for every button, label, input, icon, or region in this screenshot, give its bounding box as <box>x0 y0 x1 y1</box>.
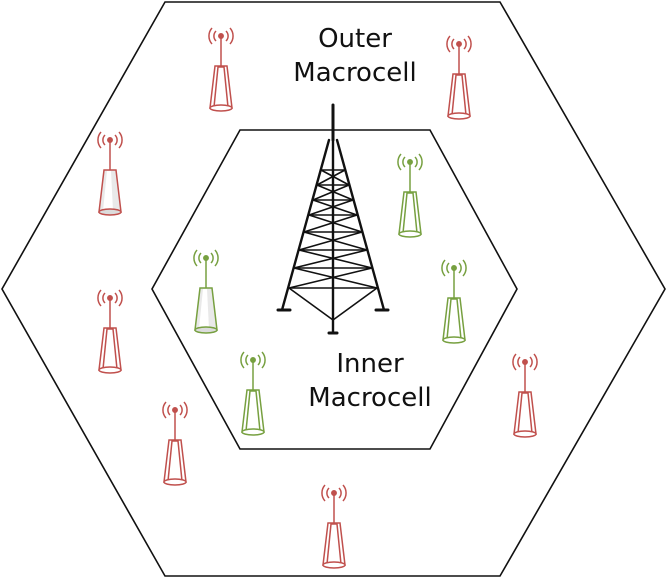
inner-small-cell-icon <box>193 249 219 334</box>
outer-label-line1: Outer <box>318 24 392 54</box>
inner-macrocell-label: Inner Macrocell <box>295 347 445 415</box>
inner-macrocell-boundary <box>151 129 518 450</box>
outer-label-line2: Macrocell <box>293 58 417 88</box>
inner-label-line2: Macrocell <box>308 383 432 413</box>
inner-small-cell-icon <box>441 259 467 344</box>
outer-small-cell-icon <box>208 27 234 112</box>
outer-macrocell-label: Outer Macrocell <box>285 22 425 90</box>
outer-small-cell-icon <box>162 401 188 486</box>
outer-small-cell-icon <box>97 289 123 374</box>
inner-small-cell-icon <box>397 153 423 238</box>
outer-small-cell-icon <box>97 131 123 216</box>
cell-tower-icon <box>276 103 390 335</box>
outer-small-cell-icon <box>512 353 538 438</box>
inner-label-line1: Inner <box>336 349 404 379</box>
outer-small-cell-icon <box>446 35 472 120</box>
inner-small-cell-icon <box>240 351 266 436</box>
outer-small-cell-icon <box>321 484 347 569</box>
